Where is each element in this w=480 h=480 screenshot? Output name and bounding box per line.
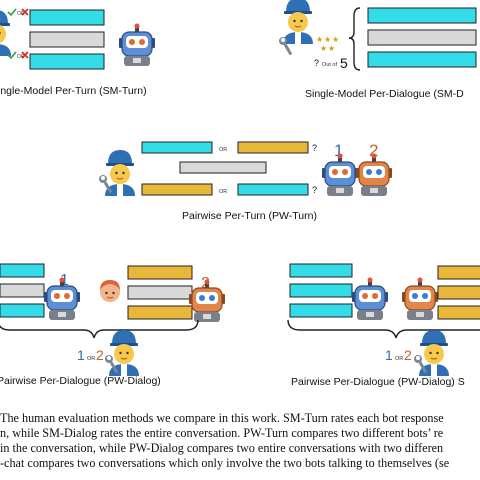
chat-bubble-human xyxy=(29,31,105,48)
chat-bubble-human xyxy=(127,285,193,300)
svg-text:★: ★ xyxy=(320,44,327,53)
rating-out-of: Out of xyxy=(322,62,337,68)
chat-bubble-bot xyxy=(367,51,477,68)
worker-icon xyxy=(282,0,314,45)
or-label: OR xyxy=(219,189,227,195)
rating-max: 5 xyxy=(340,55,348,71)
rating-question: ? xyxy=(314,58,319,68)
panel-title-sm-dialogue: Single-Model Per-Dialogue (SM-D xyxy=(305,88,464,100)
bot1-number: 1 xyxy=(334,141,343,160)
chat-bubble-bot xyxy=(29,53,105,70)
choice-1: 1 xyxy=(77,347,85,363)
bracket-under xyxy=(0,319,199,339)
caption-line: The human evaluation methods we compare … xyxy=(0,411,444,425)
robot-icon xyxy=(43,276,81,321)
choice-or: OR xyxy=(87,356,95,362)
caption-line: n, while SM-Dialog rates the entire conv… xyxy=(0,426,444,440)
chat-bubble-bot2 xyxy=(127,305,193,320)
wrench-icon xyxy=(99,175,113,194)
svg-text:★: ★ xyxy=(324,35,331,44)
chat-bubble-bot1 xyxy=(0,263,45,278)
chat-bubble-bot2-reply xyxy=(437,285,480,300)
panel-title-pw-dialog-selfchat: Pairwise Per-Dialogue (PW-Dialog) S xyxy=(291,376,465,388)
choice-2: 2 xyxy=(96,347,104,363)
robot-icon xyxy=(401,276,439,321)
chat-bubble-bot1-reply xyxy=(289,283,353,298)
question-mark: ? xyxy=(312,185,317,195)
choice-2: 2 xyxy=(404,347,412,363)
chat-bubble-human xyxy=(367,29,477,46)
worker-icon xyxy=(0,9,12,57)
robot-icon xyxy=(321,152,359,197)
panel-sm-turn: OR OR ingle-Model Per-Turn (SM-Turn) xyxy=(0,8,156,97)
chat-bubble-bot2 xyxy=(437,265,480,280)
bracket-under xyxy=(287,319,480,339)
svg-text:★: ★ xyxy=(332,35,339,44)
chat-bubble-bot1 xyxy=(237,183,309,196)
chat-bubble-bot2 xyxy=(141,183,213,196)
chat-bubble-bot1 xyxy=(289,303,353,318)
svg-text:★: ★ xyxy=(316,35,323,44)
chat-bubble-bot2 xyxy=(237,141,309,154)
panel-pw-turn: OR ? OR ? 1 2 Pairwise Per-Turn (PW-Turn… xyxy=(99,141,393,222)
caption-line: -chat compares two conversations which o… xyxy=(0,456,450,470)
svg-text:★: ★ xyxy=(328,44,335,53)
brace-left xyxy=(348,7,361,71)
choice-1: 1 xyxy=(385,347,393,363)
robot-icon xyxy=(188,278,226,323)
robot-icon xyxy=(351,276,389,321)
panel-sm-dialogue: ★★★ ★★ ? Out of 5 Single-Model Per-Dialo… xyxy=(279,0,477,100)
chat-bubble-bot1 xyxy=(0,303,45,318)
chat-bubble-human xyxy=(0,283,45,298)
or-label: OR xyxy=(219,147,227,153)
chat-bubble-bot2 xyxy=(127,265,193,280)
chat-bubble-bot xyxy=(29,9,105,26)
star-rating: ★★★ ★★ xyxy=(316,35,339,53)
chat-bubble-bot xyxy=(367,7,477,24)
chat-bubble-bot1 xyxy=(141,141,213,154)
robot-icon xyxy=(118,22,156,67)
svg-text:OR: OR xyxy=(17,11,25,17)
choice-or: OR xyxy=(395,356,403,362)
chat-bubble-bot1 xyxy=(289,263,353,278)
bot1-number: 1 xyxy=(60,272,69,289)
question-mark: ? xyxy=(312,143,317,153)
bot2-number: 2 xyxy=(369,141,378,160)
panel-pw-dialog: 1 2 1 OR 2 Pairwise Per-Dialogue (PW-Dia… xyxy=(0,263,226,387)
x-icon xyxy=(21,51,29,59)
panel-title-sm-turn: ingle-Model Per-Turn (SM-Turn) xyxy=(0,85,147,97)
panel-title-pw-turn: Pairwise Per-Turn (PW-Turn) xyxy=(182,210,317,222)
svg-text:OR: OR xyxy=(17,54,25,60)
check-icon xyxy=(7,8,17,17)
panel-pw-dialog-selfchat: 1 OR 2 Pairwise Per-Dialogue (PW-Dialog)… xyxy=(287,263,480,388)
chat-bubble-human xyxy=(179,161,267,174)
check-icon xyxy=(7,51,17,60)
robot-icon xyxy=(355,152,393,197)
caption-line: in the conversation, while PW-Dialog com… xyxy=(0,441,444,455)
human-icon xyxy=(99,279,121,303)
panel-title-pw-dialog: Pairwise Per-Dialogue (PW-Dialog) xyxy=(0,375,161,387)
x-icon xyxy=(21,8,29,16)
figure-caption: The human evaluation methods we compare … xyxy=(0,411,480,471)
chat-bubble-bot2 xyxy=(437,305,480,320)
